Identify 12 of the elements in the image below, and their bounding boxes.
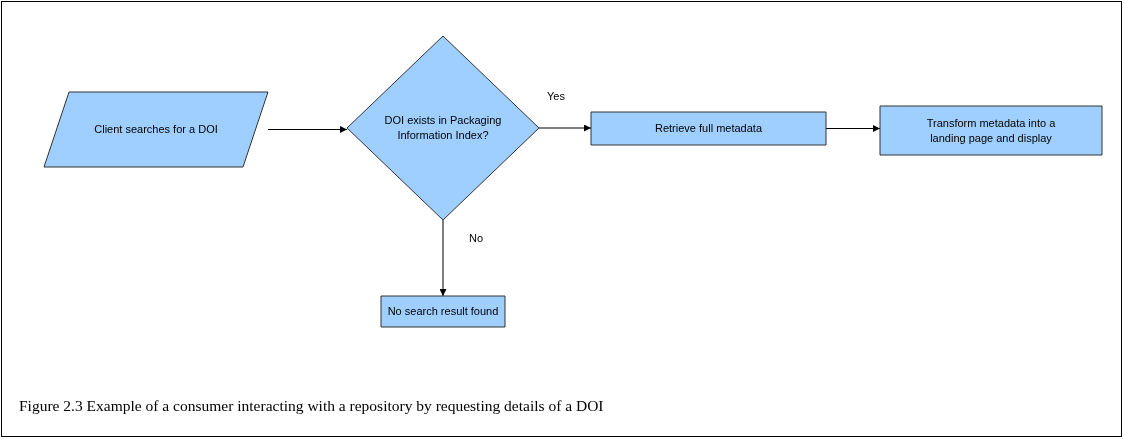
- arrow: [538, 124, 592, 132]
- edge-label: No: [469, 232, 484, 244]
- arrow: [439, 219, 447, 297]
- arrow: [825, 125, 881, 132]
- node-text: DOI exists in Packaging Information Index?: [383, 113, 503, 143]
- edge-label: Yes: [547, 90, 565, 102]
- node-text: No search result found: [386, 304, 500, 319]
- node-text: Transform metadata into a landing page and display: [925, 115, 1057, 146]
- node-text: Retrieve full metadata: [654, 121, 763, 136]
- arrow: [267, 126, 348, 133]
- figure-caption: Figure 2.3 Example of a consumer interacting with a repository by requesting details of a DOI: [19, 397, 604, 415]
- node-text: Client searches for a DOI: [93, 122, 219, 137]
